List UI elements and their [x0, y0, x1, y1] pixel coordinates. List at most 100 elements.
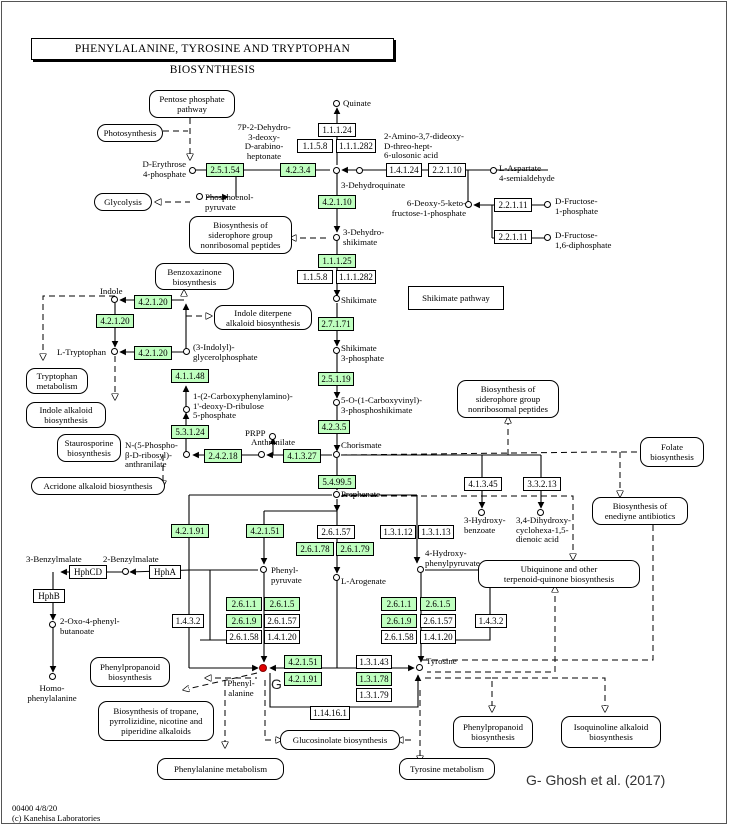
- enzyme-4.2.1.20-c[interactable]: 4.2.1.20: [134, 346, 172, 360]
- enzyme-4.1.1.48[interactable]: 4.1.1.48: [171, 369, 209, 383]
- dhq-node[interactable]: [333, 167, 340, 174]
- enzyme-2.6.1.58-b[interactable]: 2.6.1.58: [381, 630, 417, 644]
- enzyme-2.6.1.9-a[interactable]: 2.6.1.9: [226, 614, 262, 628]
- enzyme-2.6.1.57-a[interactable]: 2.6.1.57: [317, 525, 355, 539]
- tyrosine-node[interactable]: [416, 664, 423, 671]
- map-staurosporine[interactable]: Staurosporine biosynthesis: [57, 434, 121, 462]
- quinate-node[interactable]: [333, 100, 340, 107]
- enzyme-2.5.1.19[interactable]: 2.5.1.19: [318, 372, 354, 386]
- enzyme-2.6.1.58-a[interactable]: 2.6.1.58: [226, 630, 262, 644]
- enzyme-2.7.1.71[interactable]: 2.7.1.71: [318, 317, 354, 331]
- enzyme-4.2.1.51-b[interactable]: 4.2.1.51: [284, 655, 322, 669]
- enzyme-hphb[interactable]: HphB: [33, 589, 65, 603]
- fru16-node[interactable]: [544, 234, 551, 241]
- prephenate-node[interactable]: [333, 491, 340, 498]
- enzyme-4.2.1.10[interactable]: 4.2.1.10: [318, 195, 356, 209]
- enzyme-1.1.5.8-a[interactable]: 1.1.5.8: [297, 139, 333, 153]
- enzyme-2.2.1.11-b[interactable]: 2.2.1.11: [494, 230, 532, 244]
- enzyme-1.4.3.2-a[interactable]: 1.4.3.2: [172, 614, 204, 628]
- enzyme-2.5.1.54[interactable]: 2.5.1.54: [206, 163, 244, 177]
- enzyme-2.4.2.18[interactable]: 2.4.2.18: [204, 449, 242, 463]
- enzyme-4.2.3.4[interactable]: 4.2.3.4: [280, 163, 316, 177]
- dhcd-node[interactable]: [537, 509, 544, 516]
- enzyme-1.1.1.282-b[interactable]: 1.1.1.282: [336, 270, 376, 284]
- enzyme-1.4.1.20-b[interactable]: 1.4.1.20: [420, 630, 456, 644]
- map-phenylpropanoid-2[interactable]: Phenylpropanoid biosynthesis: [453, 716, 533, 748]
- enzyme-4.2.1.20-a[interactable]: 4.2.1.20: [134, 295, 172, 309]
- s3p-node[interactable]: [333, 347, 340, 354]
- oxophenyl-node[interactable]: [49, 621, 56, 628]
- enzyme-4.2.1.20-b[interactable]: 4.2.1.20: [96, 314, 134, 328]
- enzyme-1.1.5.8-b[interactable]: 1.1.5.8: [297, 270, 333, 284]
- enzyme-1.4.3.2-b[interactable]: 1.4.3.2: [475, 614, 507, 628]
- enzyme-1.14.16.1[interactable]: 1.14.16.1: [310, 706, 350, 720]
- map-tropane[interactable]: Biosynthesis of tropane, pyrrolizidine, …: [98, 701, 214, 741]
- map-benzoxazinone[interactable]: Benzoxazinone biosynthesis: [155, 263, 234, 290]
- fru1p-node[interactable]: [544, 201, 551, 208]
- aspsemi-node[interactable]: [490, 167, 497, 174]
- enzyme-4.2.1.51-a[interactable]: 4.2.1.51: [246, 524, 284, 538]
- amino37-node[interactable]: [356, 167, 363, 174]
- enzyme-2.6.1.5-b[interactable]: 2.6.1.5: [420, 597, 456, 611]
- enzyme-2.6.1.79[interactable]: 2.6.1.79: [336, 542, 374, 556]
- hba-node[interactable]: [478, 509, 485, 516]
- map-siderophore-2[interactable]: Biosynthesis of siderophore group nonrib…: [457, 380, 559, 418]
- map-glucosinolate[interactable]: Glucosinolate biosynthesis: [280, 730, 400, 750]
- enzyme-1.4.1.20-a[interactable]: 1.4.1.20: [264, 630, 300, 644]
- map-isoquinoline[interactable]: Isoquinoline alkaloid biosynthesis: [561, 716, 661, 748]
- map-tyrosine-metabolism[interactable]: Tyrosine metabolism: [399, 758, 495, 780]
- pep-node[interactable]: [196, 193, 203, 200]
- indole-node[interactable]: [111, 296, 118, 303]
- map-glycolysis[interactable]: Glycolysis: [94, 193, 152, 211]
- epsp-node[interactable]: [333, 399, 340, 406]
- enzyme-2.6.1.1-b[interactable]: 2.6.1.1: [381, 597, 417, 611]
- map-enediyne[interactable]: Biosynthesis of enediyne antibiotics: [592, 497, 688, 525]
- cdrp-node[interactable]: [183, 406, 190, 413]
- arogenate-node[interactable]: [333, 574, 340, 581]
- enzyme-2.6.1.9-b[interactable]: 2.6.1.9: [381, 614, 417, 628]
- enzyme-2.6.1.1-a[interactable]: 2.6.1.1: [226, 597, 262, 611]
- map-indole-diterpene[interactable]: Indole diterpene alkaloid biosynthesis: [214, 305, 312, 330]
- map-folate[interactable]: Folate biosynthesis: [640, 437, 704, 467]
- phenylpyruvate-node[interactable]: [260, 566, 267, 573]
- map-acridone[interactable]: Acridone alkaloid biosynthesis: [31, 477, 165, 495]
- map-ubiquinone[interactable]: Ubiquinone and other terpenoid-quinone b…: [478, 560, 640, 588]
- enzyme-1.3.1.13[interactable]: 1.3.1.13: [418, 525, 454, 539]
- enzyme-1.3.1.79[interactable]: 1.3.1.79: [356, 688, 392, 702]
- trp-node[interactable]: [111, 348, 118, 355]
- homophe-node[interactable]: [49, 673, 56, 680]
- anthranilate-node[interactable]: [258, 451, 265, 458]
- map-shikimate-pathway[interactable]: Shikimate pathway: [408, 286, 504, 310]
- chorismate-node[interactable]: [333, 451, 340, 458]
- enzyme-1.4.1.24[interactable]: 1.4.1.24: [386, 163, 422, 177]
- dhs-node[interactable]: [333, 234, 340, 241]
- prpp-node[interactable]: [269, 433, 276, 440]
- enzyme-1.1.1.24[interactable]: 1.1.1.24: [318, 123, 356, 137]
- map-photosynthesis[interactable]: Photosynthesis: [97, 124, 163, 142]
- enzyme-2.6.1.5-a[interactable]: 2.6.1.5: [264, 597, 300, 611]
- deoxyketo-node[interactable]: [465, 201, 472, 208]
- enzyme-4.2.3.5[interactable]: 4.2.3.5: [318, 420, 350, 434]
- map-phenylalanine-metabolism[interactable]: Phenylalanine metabolism: [157, 758, 284, 780]
- enzyme-1.1.1.25[interactable]: 1.1.1.25: [318, 254, 356, 268]
- enzyme-2.2.1.11-a[interactable]: 2.2.1.11: [494, 198, 532, 212]
- enzyme-1.3.1.43[interactable]: 1.3.1.43: [356, 655, 392, 669]
- enzyme-3.3.2.13[interactable]: 3.3.2.13: [523, 477, 561, 491]
- enzyme-5.3.1.24[interactable]: 5.3.1.24: [171, 425, 209, 439]
- enzyme-4.2.1.91-b[interactable]: 4.2.1.91: [284, 672, 322, 686]
- map-indole-alkaloid[interactable]: Indole alkaloid biosynthesis: [26, 402, 106, 428]
- enzyme-1.3.1.12[interactable]: 1.3.1.12: [380, 525, 416, 539]
- enzyme-5.4.99.5[interactable]: 5.4.99.5: [318, 475, 356, 489]
- igp-node[interactable]: [183, 348, 190, 355]
- enzyme-1.1.1.282-a[interactable]: 1.1.1.282: [336, 139, 376, 153]
- benzylmalate2-node[interactable]: [122, 568, 129, 575]
- map-pentose-phosphate[interactable]: Pentose phosphate pathway: [149, 90, 235, 118]
- enzyme-hphcd[interactable]: HphCD: [69, 565, 107, 579]
- shikimate-node[interactable]: [333, 295, 340, 302]
- enzyme-hpha[interactable]: HphA: [149, 565, 181, 579]
- hpp-node[interactable]: [417, 566, 424, 573]
- map-siderophore-1[interactable]: Biosynthesis of siderophore group nonrib…: [189, 216, 292, 254]
- map-phenylpropanoid-1[interactable]: Phenylpropanoid biosynthesis: [90, 657, 170, 687]
- erythrose-node[interactable]: [189, 167, 196, 174]
- nprpa-node[interactable]: [183, 451, 190, 458]
